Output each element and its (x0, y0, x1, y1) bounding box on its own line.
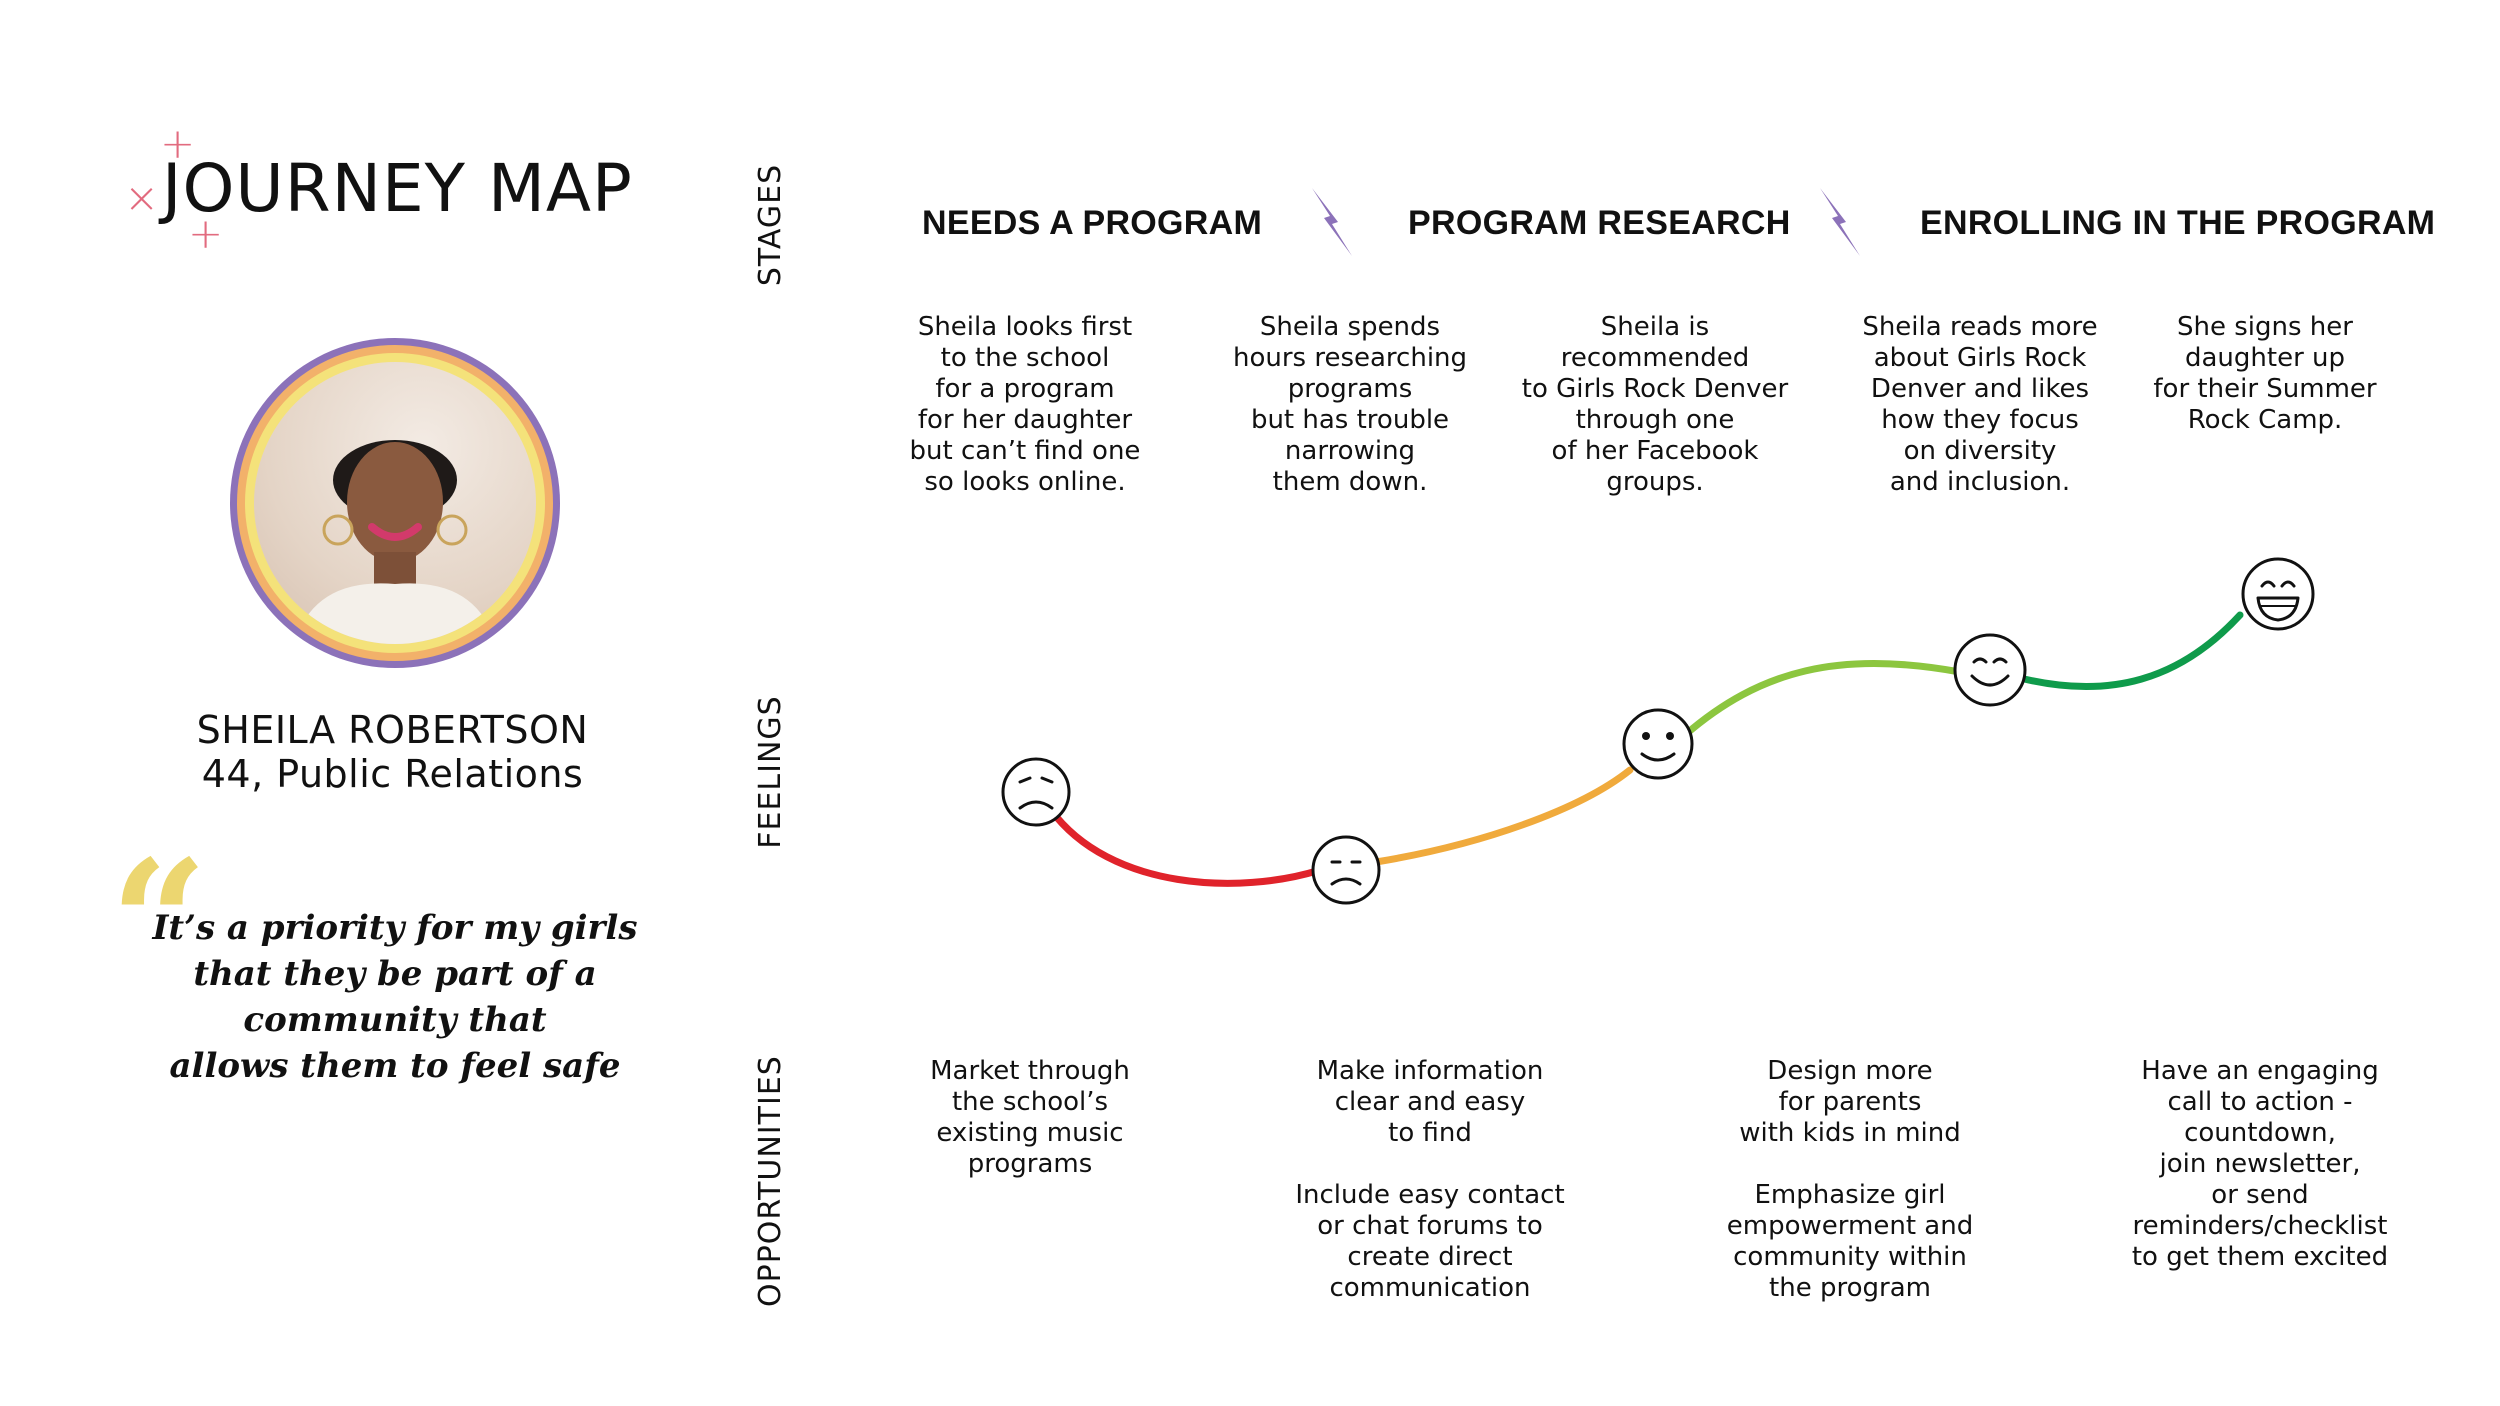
quote-mark-icon: “ (110, 823, 208, 1023)
step-description: She signs her daughter up for their Summ… (2153, 312, 2377, 435)
sparkle-icon: + (188, 209, 224, 258)
content-face-icon (1622, 708, 1694, 780)
step-description: Sheila spends hours researching programs… (1232, 312, 1468, 497)
very-happy-face-icon (2241, 557, 2315, 631)
feeling-segment-4 (2016, 611, 2244, 691)
stage-program-research: PROGRAM RESEARCH (1408, 204, 1791, 242)
sparkle-icon: × (124, 173, 160, 222)
feeling-segment-2 (1372, 766, 1634, 866)
sad-face-icon (1001, 757, 1071, 827)
persona-quote: It’s a priority for my girls that they b… (152, 908, 638, 1086)
step-description: Sheila is recommended to Girls Rock Denv… (1521, 312, 1789, 497)
persona-name: SHEILA ROBERTSON (196, 708, 589, 752)
opportunity-item: Market through the school’s existing mus… (930, 1056, 1130, 1179)
page-title: JOURNEY MAP (162, 150, 633, 227)
stage-enrolling: ENROLLING IN THE PROGRAM (1920, 204, 2436, 242)
avatar (230, 338, 560, 668)
step-description: Sheila reads more about Girls Rock Denve… (1862, 312, 2098, 497)
stage-needs-a-program: NEEDS A PROGRAM (922, 204, 1263, 242)
unhappy-face-icon (1311, 835, 1381, 905)
lightning-bolt-icon (1820, 188, 1860, 256)
step-description: Sheila looks first to the school for a p… (909, 312, 1141, 497)
persona-details: 44, Public Relations (201, 752, 584, 796)
feeling-segment-1 (1047, 806, 1324, 887)
sparkle-icon: + (160, 119, 196, 168)
opportunity-item: Make information clear and easy to find … (1295, 1056, 1565, 1303)
feeling-segment-3 (1681, 659, 1964, 739)
lightning-bolt-icon (1312, 188, 1352, 256)
persona-photo (254, 362, 536, 644)
persona-portrait-icon (294, 440, 496, 644)
opportunity-item: Design more for parents with kids in min… (1726, 1056, 1974, 1303)
opportunity-item: Have an engaging call to action - countd… (2131, 1056, 2389, 1272)
happy-face-icon (1953, 633, 2027, 707)
